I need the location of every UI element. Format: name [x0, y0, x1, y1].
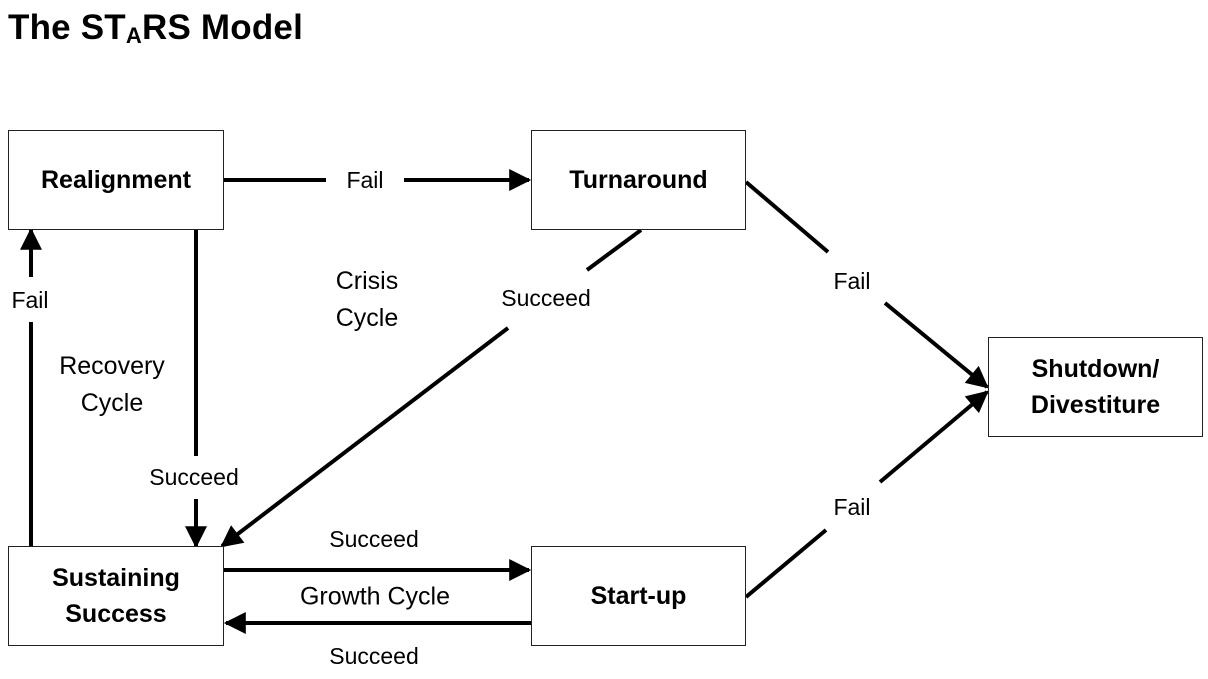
node-startup-label: Start-up — [590, 582, 687, 610]
edge-label-realign-turn: Fail — [346, 167, 384, 193]
node-shutdown-label: Shutdown/ Divestiture — [1030, 355, 1161, 419]
edge-label-realign-sustain: Succeed — [149, 464, 239, 490]
edge-startup-shutdown-b — [878, 390, 989, 484]
node-realignment: Realignment — [8, 130, 224, 230]
title-text-a: The ST — [8, 8, 126, 47]
edge-label-turn-sustain: Succeed — [501, 285, 591, 311]
cycle-label-growth: Growth Cycle — [299, 582, 451, 611]
node-sustaining-label: Sustaining Success — [52, 564, 180, 628]
node-realignment-label: Realignment — [40, 166, 192, 194]
title-text-b: RS Model — [141, 8, 304, 47]
page-title: The STARS Model — [8, 6, 303, 54]
node-turnaround: Turnaround — [531, 130, 746, 230]
edge-startup-shutdown-a — [744, 528, 828, 599]
edge-label-startup-sustain: Succeed — [329, 643, 419, 669]
node-startup: Start-up — [531, 546, 746, 646]
edge-turn-sustain-a — [585, 228, 643, 272]
cycle-label-recovery: Recovery Cycle — [59, 352, 165, 417]
node-turnaround-label: Turnaround — [569, 166, 708, 194]
title-subscript: A — [125, 23, 142, 48]
edge-turn-shutdown-a — [744, 180, 830, 254]
edge-label-startup-shutdown: Fail — [833, 494, 871, 520]
node-shutdown: Shutdown/ Divestiture — [988, 337, 1203, 437]
edge-turn-sustain-b — [220, 326, 510, 548]
edge-label-sustain-startup: Succeed — [329, 526, 419, 552]
edge-label-turn-shutdown: Fail — [833, 268, 871, 294]
node-sustaining: Sustaining Success — [8, 546, 224, 646]
edge-label-sustain-realign: Fail — [11, 287, 49, 313]
edge-turn-shutdown-b — [883, 301, 989, 389]
cycle-label-crisis: Crisis Cycle — [335, 267, 399, 332]
